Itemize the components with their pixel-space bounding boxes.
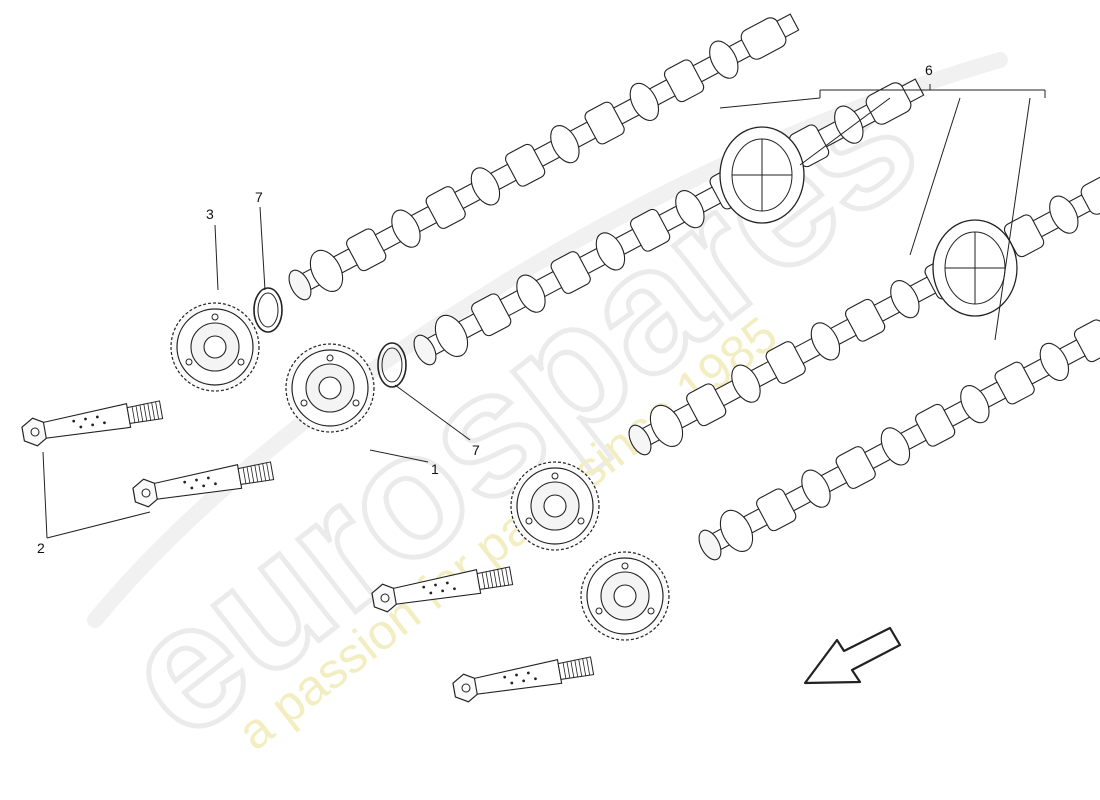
variator-gear-lower-rear (510, 461, 600, 551)
variator-gear-upper-rear (170, 302, 260, 392)
arrow-down-left-icon (803, 626, 902, 685)
callout-3: 3 (206, 206, 214, 222)
pulse-wheel-upper (719, 126, 805, 224)
callout-1: 1 (431, 461, 439, 477)
leader-lines (42, 84, 1046, 539)
variator-gear-upper-front (285, 343, 375, 433)
callout-6: 6 (925, 62, 933, 78)
variator-gear-lower-front (580, 551, 670, 641)
pulse-wheel-lower (932, 219, 1018, 317)
bolt-upper-rear (20, 395, 165, 449)
bolt-lower-front (451, 651, 596, 705)
callout-7-lower: 7 (472, 442, 480, 458)
o-ring-upper-rear (253, 287, 283, 333)
callout-2: 2 (37, 540, 45, 556)
callout-7-upper: 7 (255, 189, 263, 205)
